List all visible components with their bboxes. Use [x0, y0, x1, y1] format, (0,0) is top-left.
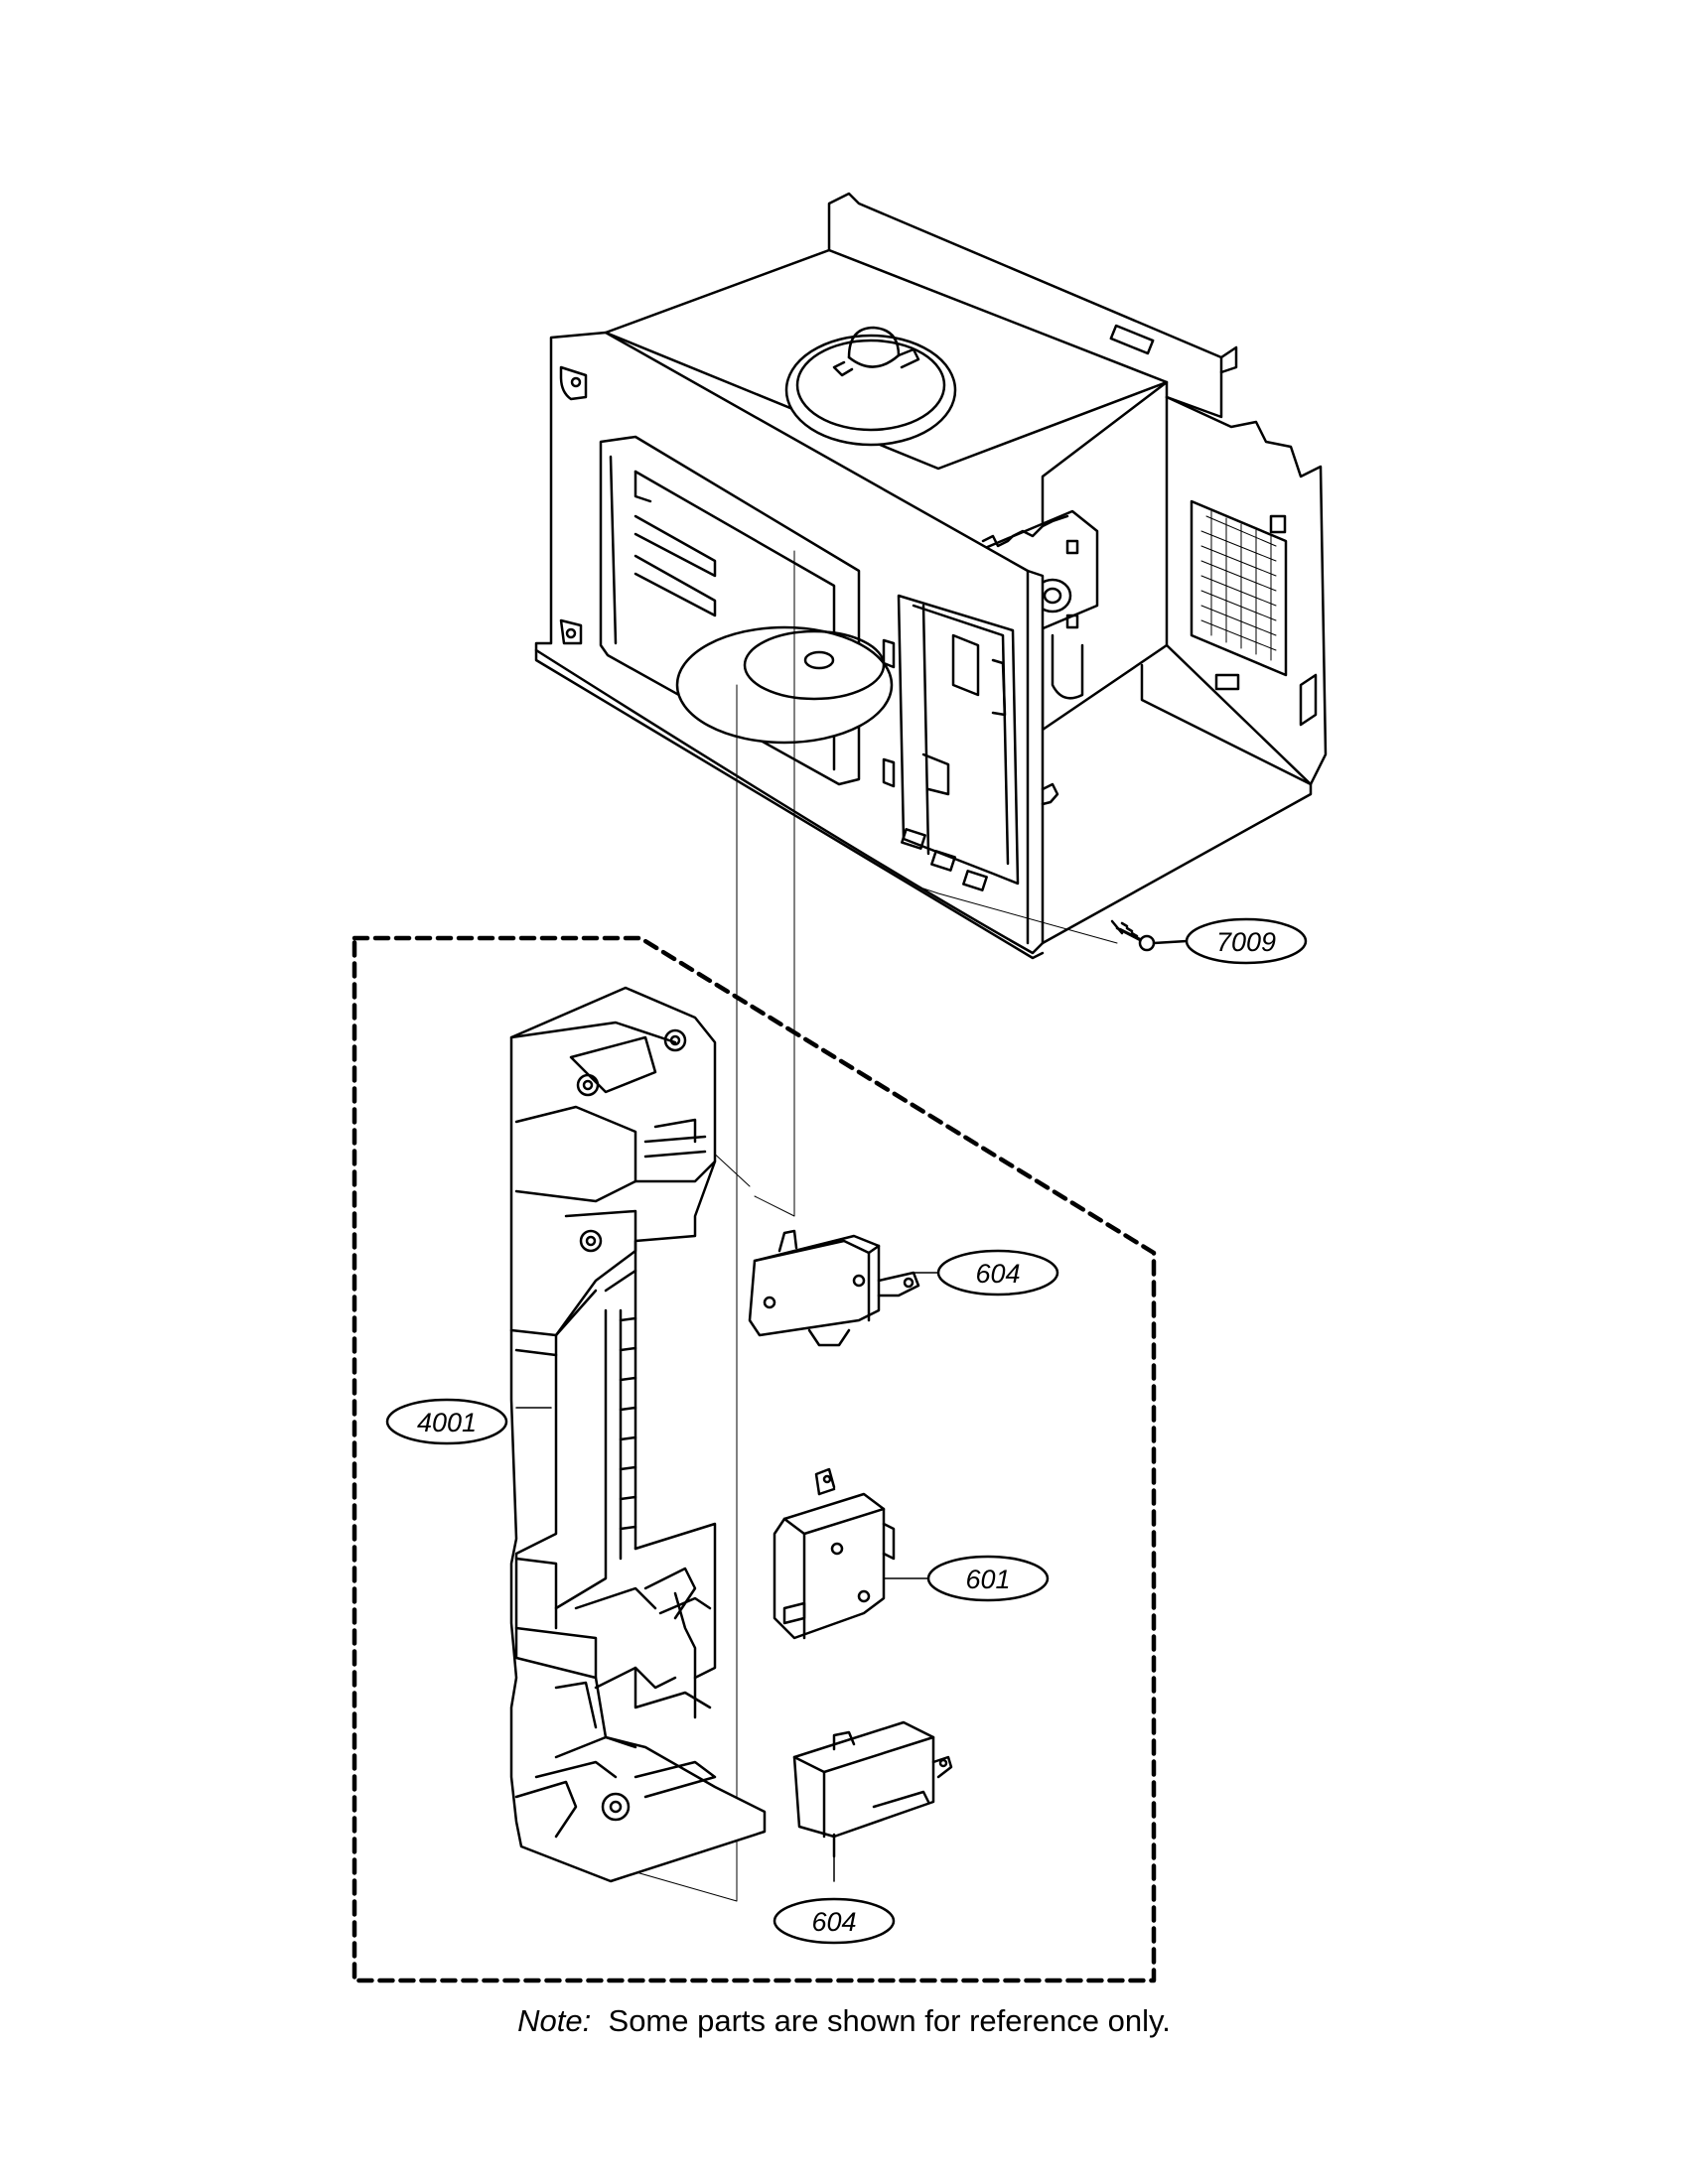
- callout-604-bottom: 604: [773, 1897, 896, 1945]
- callout-label-7009: 7009: [1216, 927, 1276, 957]
- cavity-base: [534, 648, 1045, 960]
- note-text: Some parts are shown for reference only.: [608, 2003, 1171, 2038]
- callout-label-4001: 4001: [417, 1408, 477, 1437]
- callout-label-601: 601: [965, 1565, 1010, 1594]
- callout-601: 601: [926, 1555, 1050, 1602]
- screw-7009: [1110, 919, 1189, 952]
- door-switch-601: [773, 1467, 896, 1640]
- assembly-group-boundary: [352, 935, 1157, 1983]
- reference-note: Note: Some parts are shown for reference…: [0, 2003, 1688, 2039]
- note-prefix: Note:: [517, 2003, 592, 2038]
- callout-label-604-bottom: 604: [811, 1907, 856, 1937]
- callout-604-top: 604: [936, 1249, 1059, 1297]
- oven-cavity: [534, 192, 1328, 960]
- latch-board-4001: [509, 986, 767, 1883]
- callout-4001: 4001: [385, 1398, 508, 1445]
- front-frame: [534, 331, 1059, 955]
- callout-leaders: [515, 1272, 939, 1882]
- stirrer-cover: [784, 326, 957, 447]
- door-switch-604-bottom: [792, 1720, 953, 1858]
- door-switch-604-top: [748, 1229, 920, 1347]
- vent-grille: [1200, 510, 1277, 661]
- callout-label-604-top: 604: [975, 1259, 1020, 1289]
- callout-7009: 7009: [1185, 917, 1308, 965]
